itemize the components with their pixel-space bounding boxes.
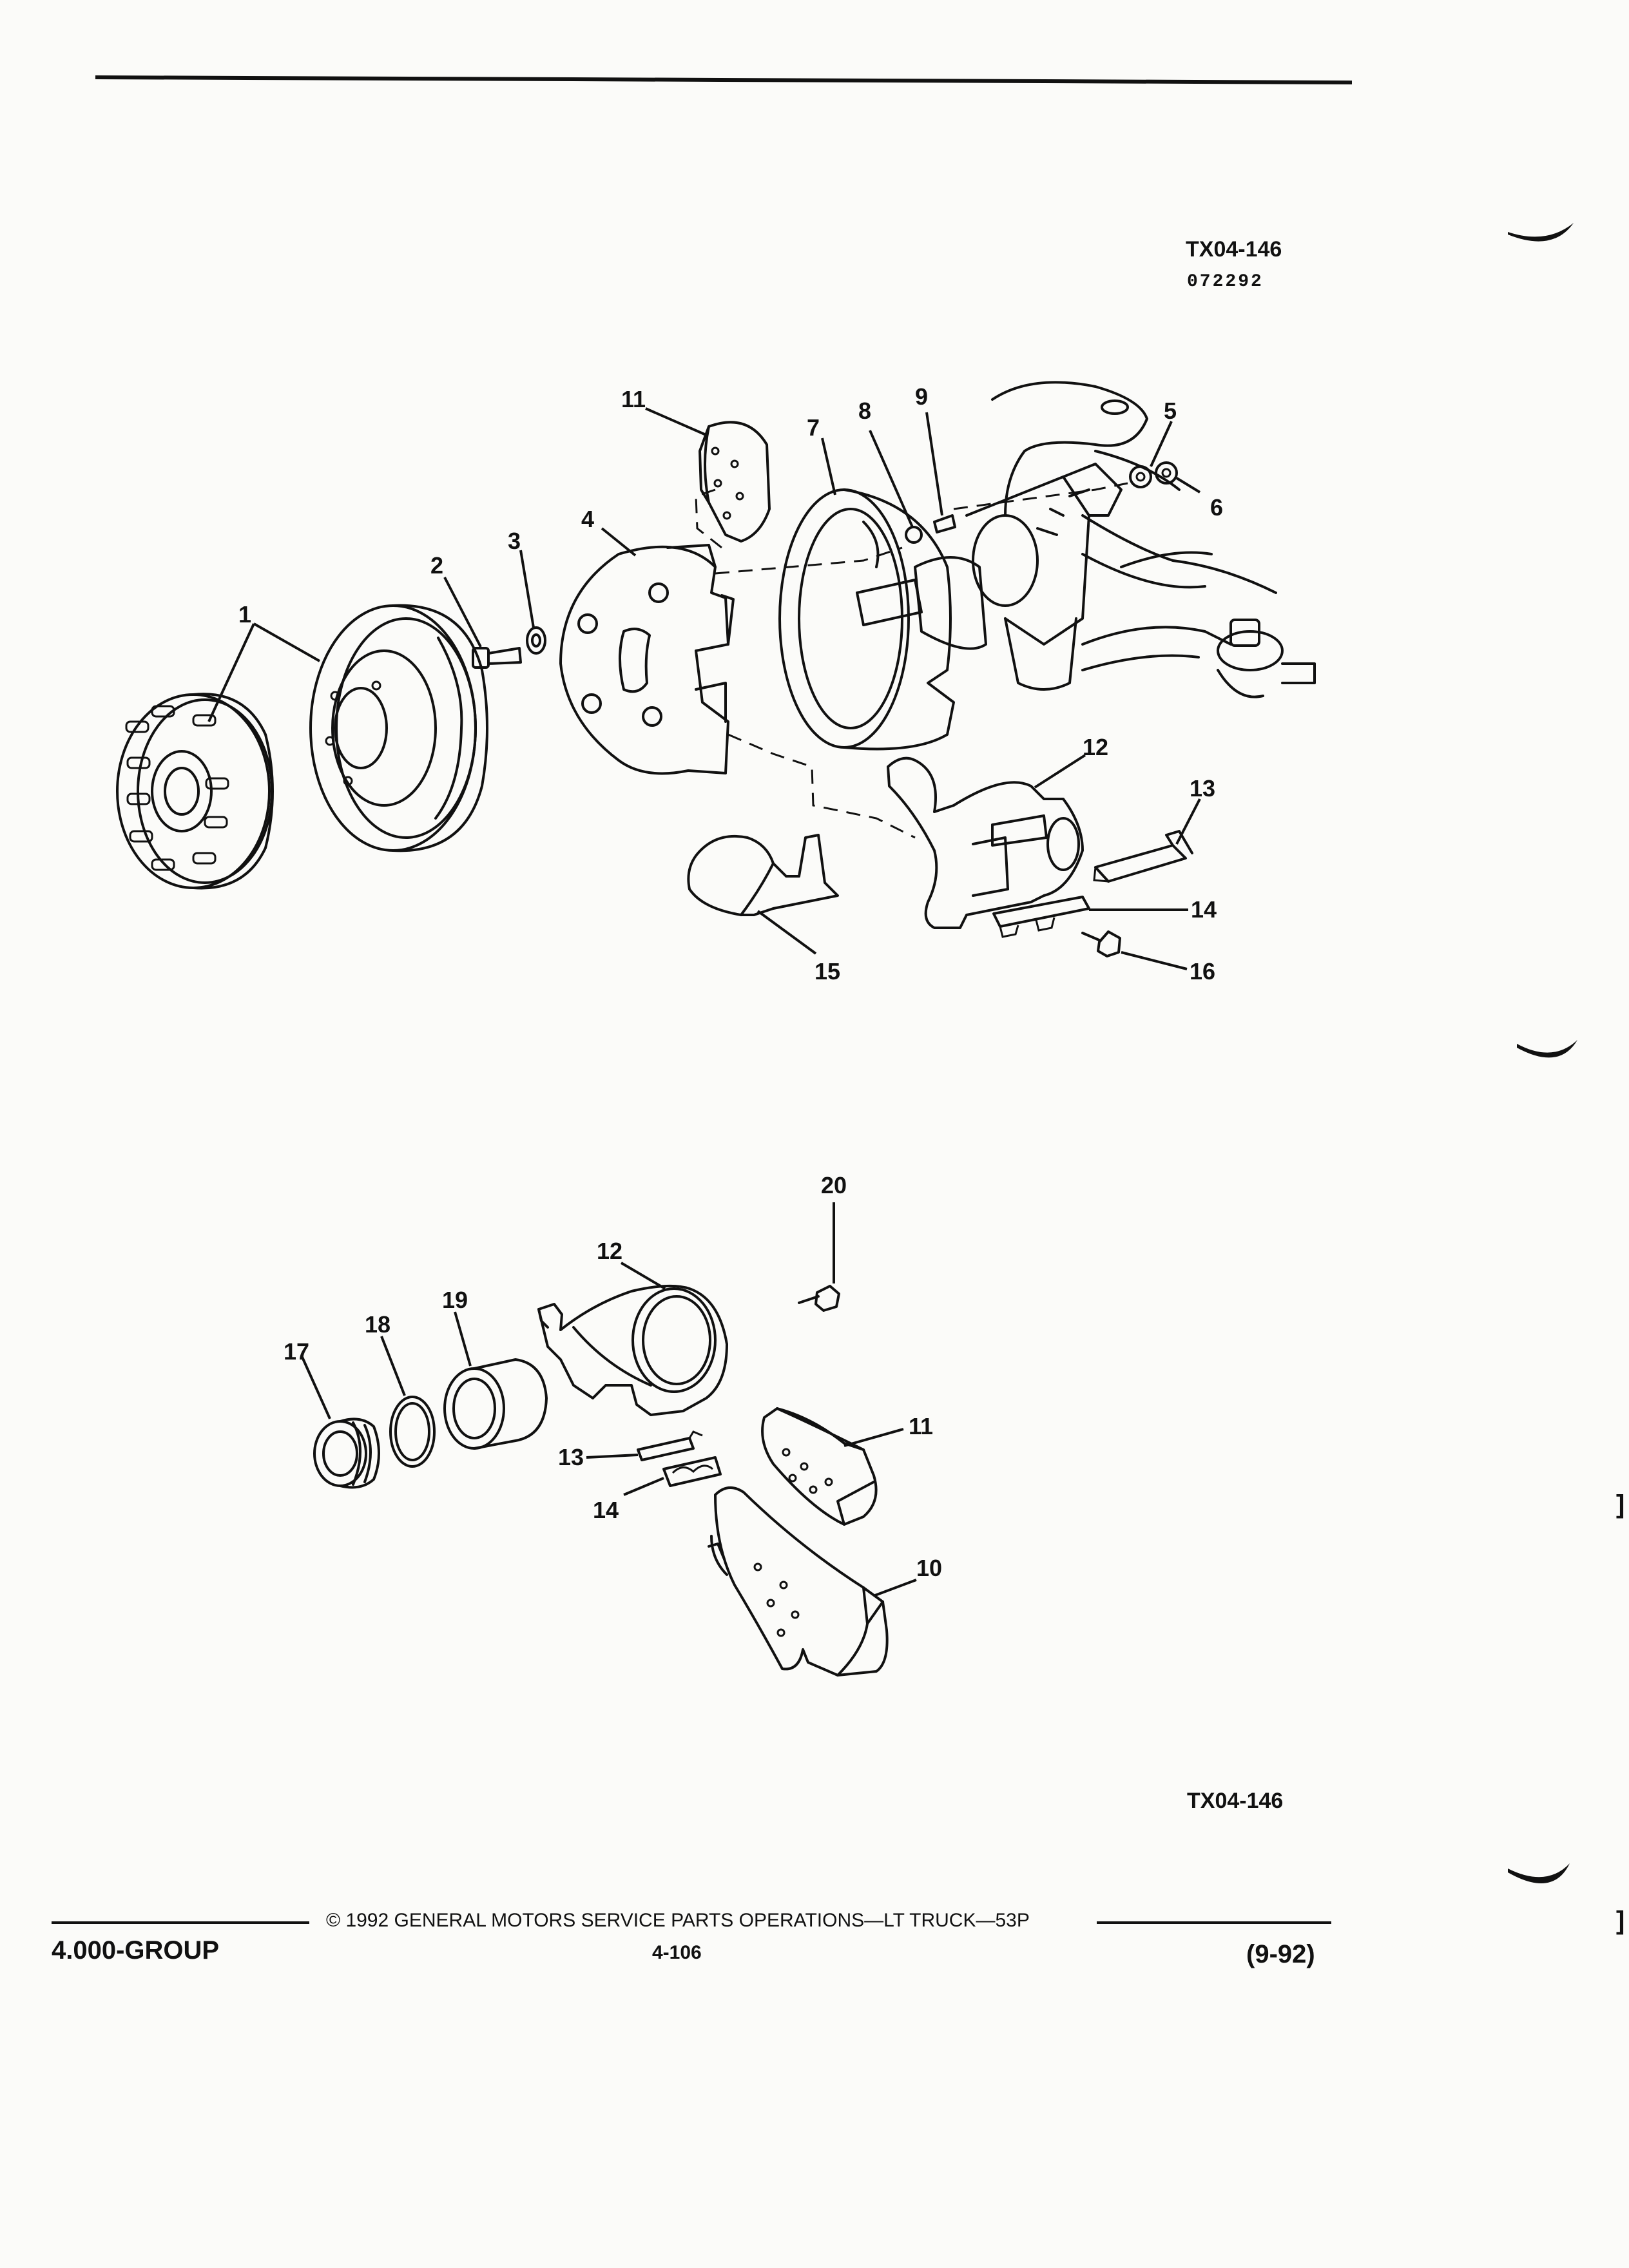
margin-mark: ] [1616,1490,1624,1519]
callout-20: 20 [821,1172,847,1198]
callout-9: 9 [915,383,928,410]
washer-part [905,526,923,544]
knuckle-part [856,381,1316,698]
callout-15: 15 [815,958,840,985]
piston-part [443,1358,548,1450]
retainer-part [662,1456,722,1487]
nut-part [1129,465,1152,488]
callout-3: 3 [508,528,521,554]
bolt-part [933,514,956,533]
hub-part [116,693,274,890]
callout-8: 8 [858,398,871,424]
callout-1: 1 [238,601,251,628]
bolt-part [1081,930,1121,957]
pad-part [708,1486,889,1677]
binding-mark [1508,1863,1570,1884]
callout-18: 18 [365,1311,390,1338]
retainer-part [992,896,1090,938]
splash-shield-part [778,488,955,751]
pad-part [761,1407,878,1526]
lower-callouts: 10 11 12 13 14 17 18 19 20 [284,1172,942,1581]
callout-13: 13 [1190,775,1215,802]
callout-7: 7 [807,414,820,441]
boot-part [313,1418,380,1489]
callout-6: 6 [1210,494,1223,521]
callout-19: 19 [442,1287,468,1313]
bolt-part [798,1285,840,1312]
seal-part [389,1396,436,1468]
caliper-part [537,1284,728,1416]
callout-14: 14 [593,1497,619,1523]
caliper-part [887,756,1084,929]
upper-leaders [207,407,1201,970]
footer-group: 4.000-GROUP [52,1936,219,1965]
callout-17: 17 [284,1338,309,1365]
top-rule [95,75,1353,84]
upper-exploded-view [116,381,1316,957]
footer-copyright: © 1992 GENERAL MOTORS SERVICE PARTS OPER… [326,1910,1030,1931]
spring-part [637,1430,703,1461]
callout-2: 2 [430,552,443,579]
nut-part [1155,461,1178,485]
anchor-plate-part [559,544,735,775]
spring-part [1093,830,1193,883]
callout-11: 11 [909,1413,933,1439]
drawing-code-top: TX04-146 [1186,237,1282,262]
lower-leaders [300,1202,917,1597]
footer-page: 4-106 [652,1942,702,1963]
drawing-code-bottom: TX04-146 [1187,1789,1283,1813]
callout-13: 13 [558,1444,584,1470]
callout-14: 14 [1191,896,1217,923]
callout-5: 5 [1164,398,1177,424]
washer-part [526,626,546,655]
footer: © 1992 GENERAL MOTORS SERVICE PARTS OPER… [52,1910,1331,1968]
callout-11: 11 [621,386,646,412]
lower-exploded-view [313,1284,889,1677]
callout-12: 12 [597,1238,622,1264]
callout-12: 12 [1083,734,1108,760]
bolt-part [472,647,522,669]
margin-mark: ] [1616,1907,1624,1935]
binding-mark [1517,1040,1577,1058]
rotor-part [309,604,488,852]
upper-callouts: 1 2 3 4 5 6 7 8 9 11 12 13 14 15 16 [238,383,1223,985]
footer-revision: (9-92) [1246,1940,1315,1968]
callout-4: 4 [581,506,594,532]
callout-16: 16 [1190,958,1215,985]
support-part [687,834,839,916]
binding-mark [1508,223,1574,242]
pad-part [699,421,771,543]
date-code: 072292 [1187,272,1264,292]
callout-10: 10 [916,1555,942,1581]
